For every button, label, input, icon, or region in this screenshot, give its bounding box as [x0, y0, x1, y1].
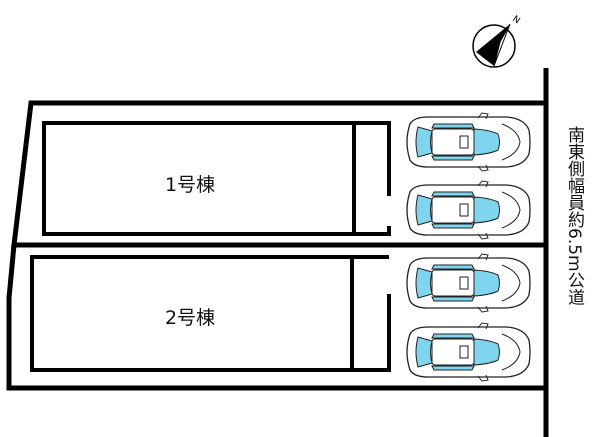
building-2-side-wall	[352, 294, 391, 372]
building-1-label: 1号棟	[165, 174, 215, 196]
car-icon	[406, 112, 531, 172]
building-2	[30, 255, 354, 372]
car-icon	[406, 180, 531, 240]
road-label: 南東側幅員約6.5m公道	[564, 126, 585, 306]
lot-1-outline	[11, 100, 546, 248]
building-1	[42, 121, 356, 236]
north-label: N	[510, 14, 521, 26]
car-icon	[406, 253, 531, 313]
car-icon	[406, 322, 531, 382]
lot-2-outline	[6, 244, 546, 391]
north-arrow-icon	[472, 23, 516, 68]
building-1-bottom-wall	[354, 226, 391, 236]
building-2-label: 2号棟	[165, 307, 215, 329]
building-1-side-wall	[354, 121, 391, 196]
